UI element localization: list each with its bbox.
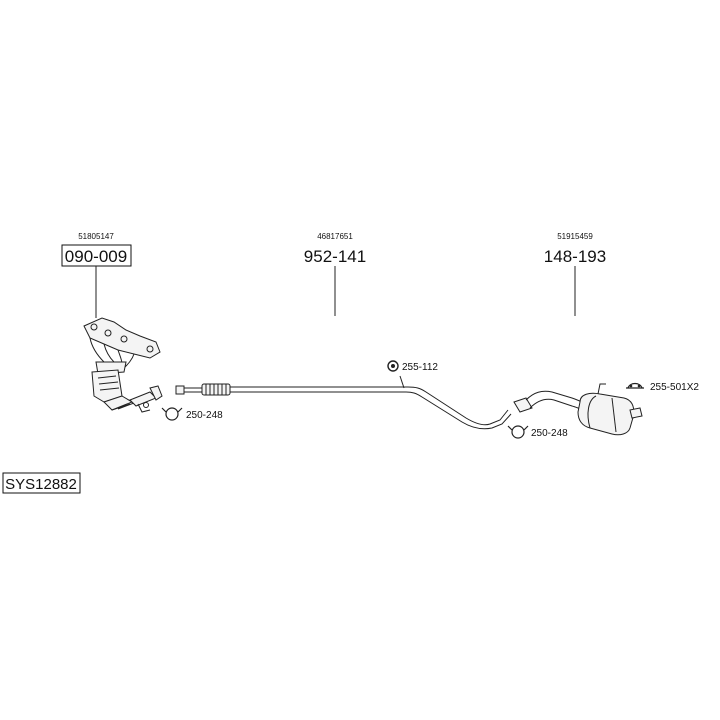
part-number-manifold[interactable]: 090-009 <box>65 247 127 266</box>
exhaust-manifold-catalyst-drawing[interactable] <box>83 317 163 413</box>
part-oe-number-manifold: 51805147 <box>78 232 114 241</box>
accessory-label-rubber-mount[interactable]: 255-112 <box>402 362 438 373</box>
system-id: SYS12882 <box>5 476 77 493</box>
rubber-mount-icon-255-112[interactable] <box>387 360 399 372</box>
part-number-middle-pipe[interactable]: 952-141 <box>304 247 366 266</box>
part-oe-number-middle-pipe: 46817651 <box>317 232 353 241</box>
clamp-icon-250-248-rear[interactable] <box>507 425 529 439</box>
accessory-label-clamp-front[interactable]: 250-248 <box>186 410 223 421</box>
system-id-box <box>2 472 81 494</box>
part-oe-number-rear-silencer: 51915459 <box>557 232 593 241</box>
middle-pipe-drawing[interactable] <box>175 375 512 430</box>
part-number-rear-silencer[interactable]: 148-193 <box>544 247 606 266</box>
accessory-label-rubber-hanger[interactable]: 255-501X2 <box>650 382 699 393</box>
clamp-icon-250-248-front[interactable] <box>161 407 183 421</box>
rear-silencer-drawing[interactable] <box>513 383 643 436</box>
rubber-hanger-icon-255-501[interactable] <box>626 382 644 389</box>
accessory-label-clamp-rear[interactable]: 250-248 <box>531 428 568 439</box>
